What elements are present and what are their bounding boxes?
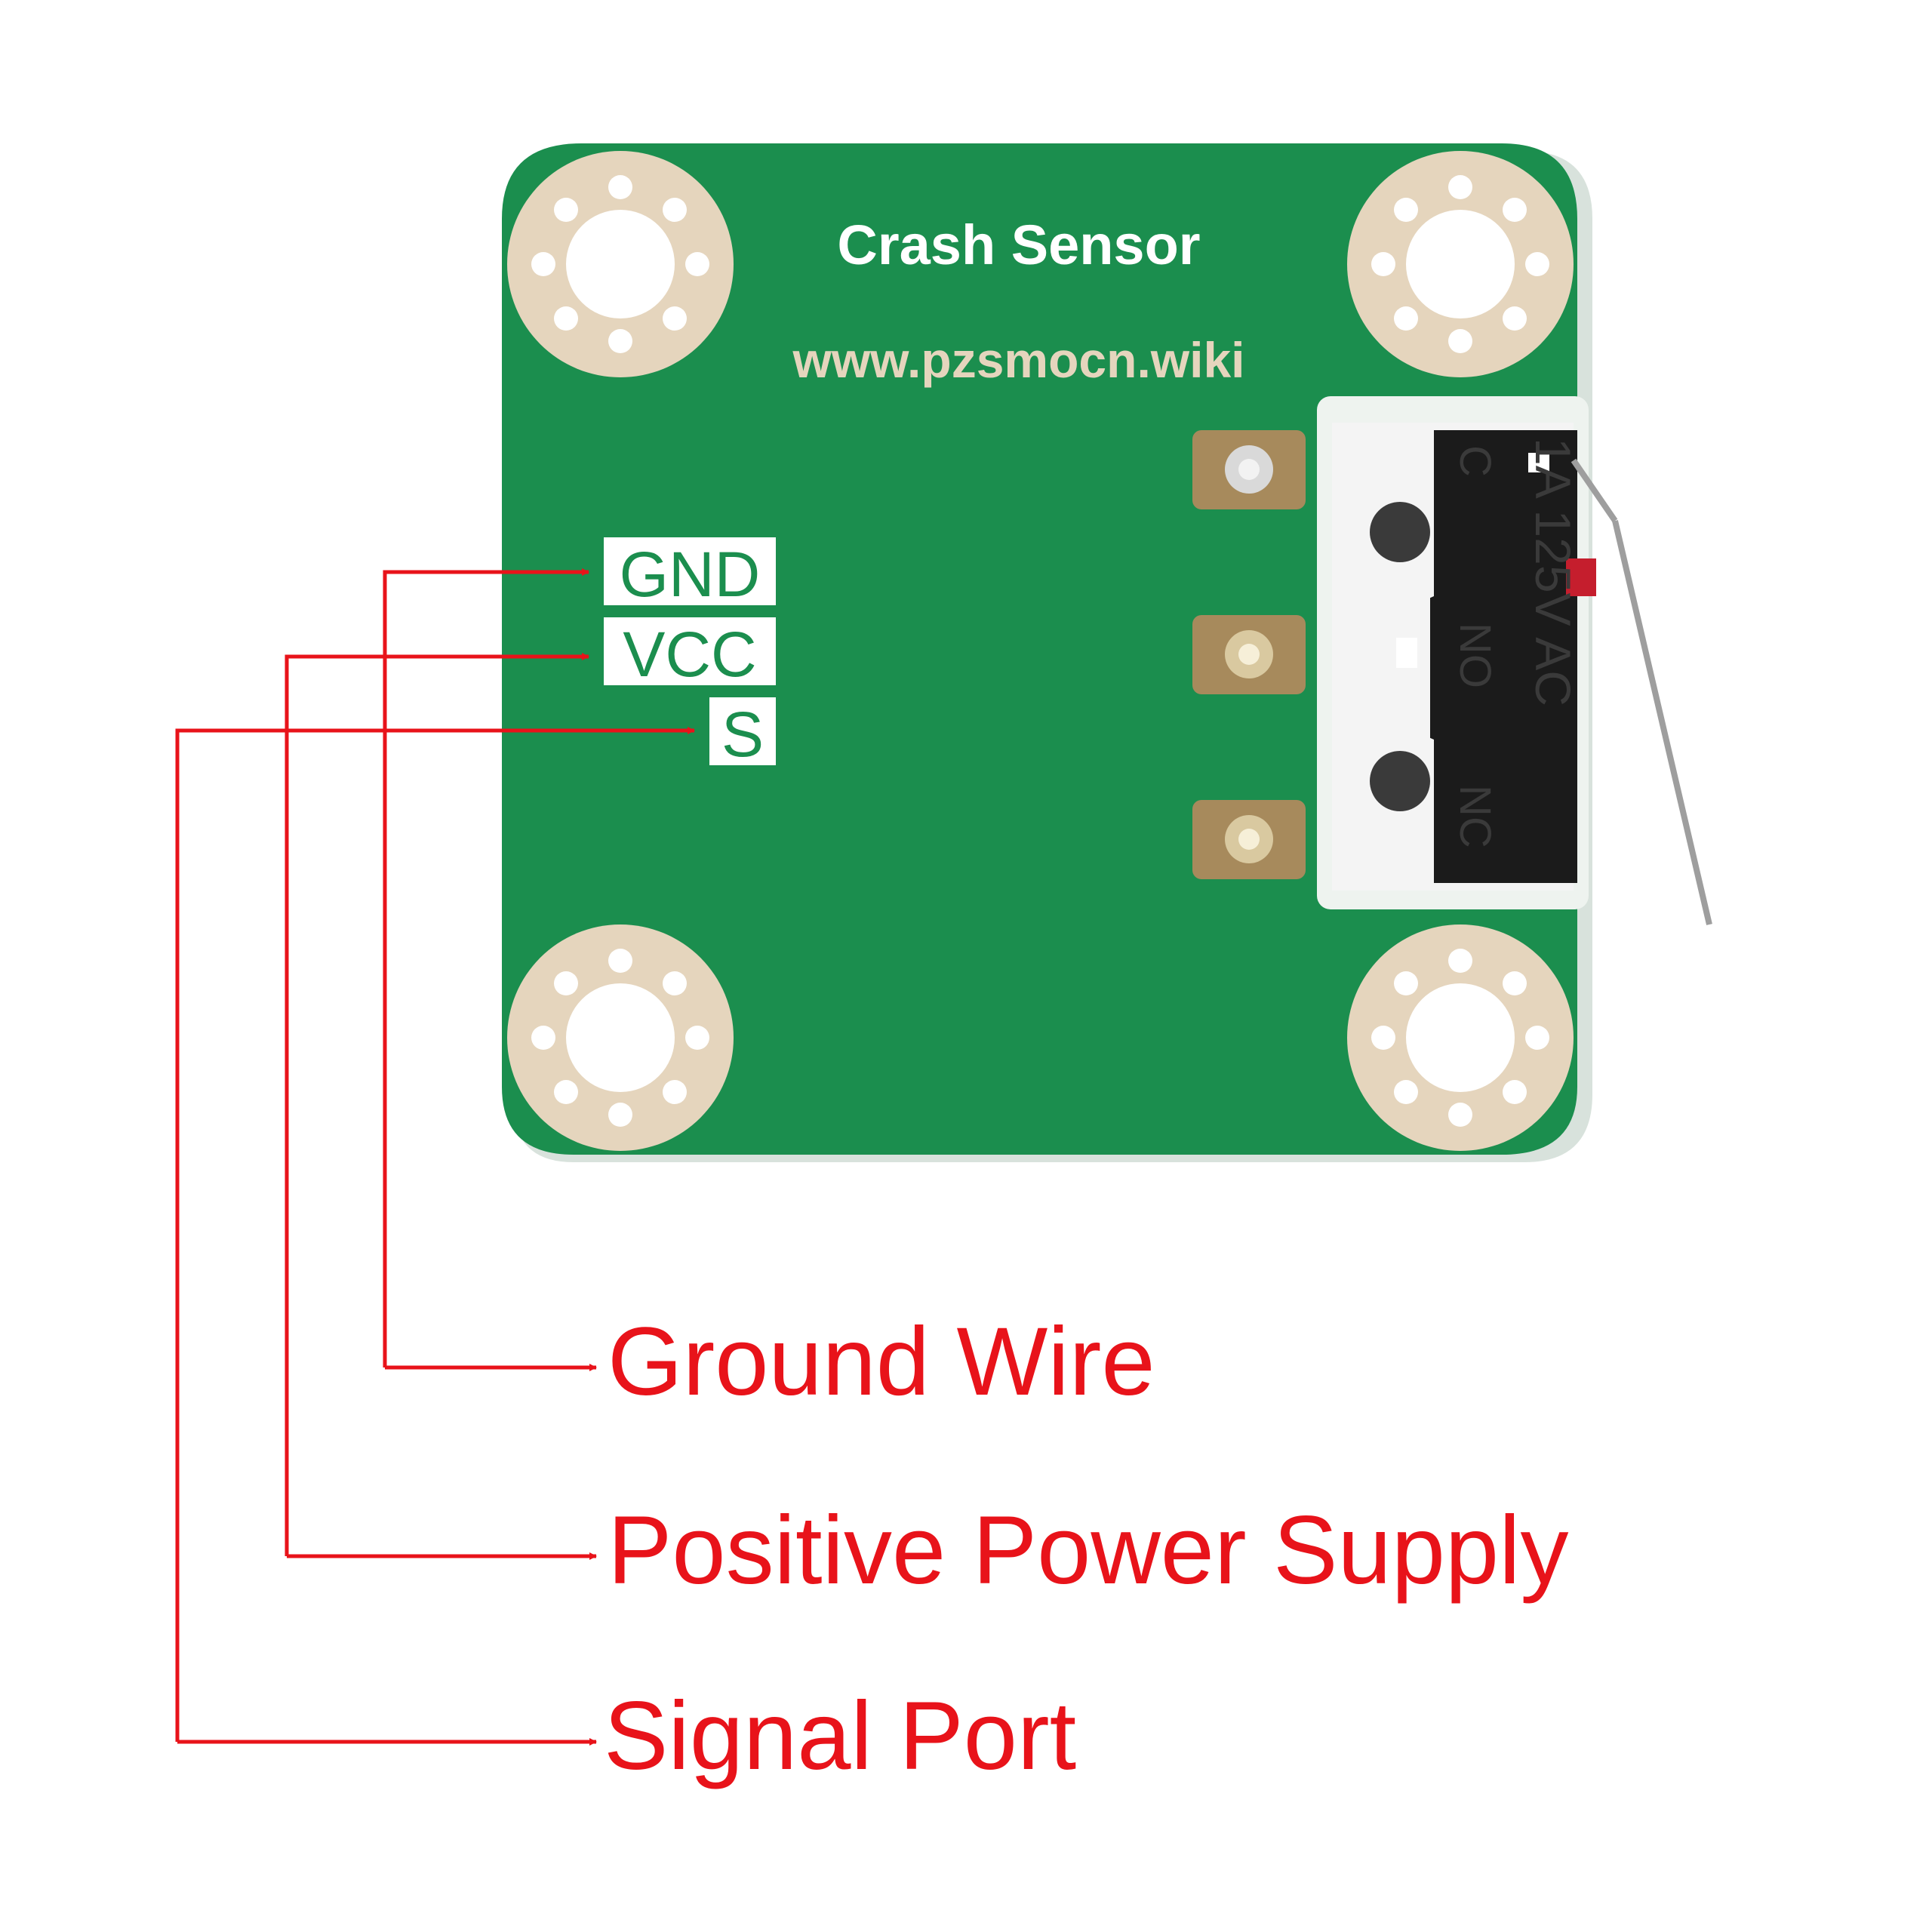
ground-connector	[383, 568, 597, 1371]
board-url: www.pzsmocn.wiki	[792, 332, 1245, 388]
micro-switch: 1A 125V AC C NO NC	[1332, 423, 1712, 925]
callout-ground-wire: Ground Wire	[608, 1308, 1155, 1416]
pin-label-s: S	[721, 699, 764, 770]
mounting-hole-bottom-right	[1347, 924, 1574, 1151]
pin-label-gnd: GND	[620, 539, 761, 610]
callout-positive-power-supply: Positive Power Supply	[608, 1497, 1569, 1604]
switch-common-label: C	[1451, 445, 1500, 477]
pin-label-vcc-box	[604, 617, 776, 685]
callout-signal-port: Signal Port	[604, 1682, 1076, 1790]
pin-label-s-box	[709, 697, 776, 765]
solder-pad-3	[1192, 800, 1306, 879]
signal-connector	[175, 727, 695, 1746]
pin-label-gnd-box	[604, 537, 776, 605]
pin-label-vcc: VCC	[623, 619, 756, 690]
switch-no-label: NO	[1451, 623, 1500, 688]
mounting-hole-top-left	[507, 151, 734, 377]
board-title: Crash Sensor	[837, 214, 1200, 276]
power-connector	[285, 653, 597, 1560]
solder-pad-1	[1192, 430, 1306, 509]
solder-pad-2	[1192, 615, 1306, 694]
switch-rating: 1A 125V AC	[1525, 438, 1581, 706]
mounting-hole-bottom-left	[507, 924, 734, 1151]
switch-nc-label: NC	[1451, 785, 1500, 848]
pcb-board	[502, 143, 1577, 1155]
mounting-hole-top-right	[1347, 151, 1574, 377]
